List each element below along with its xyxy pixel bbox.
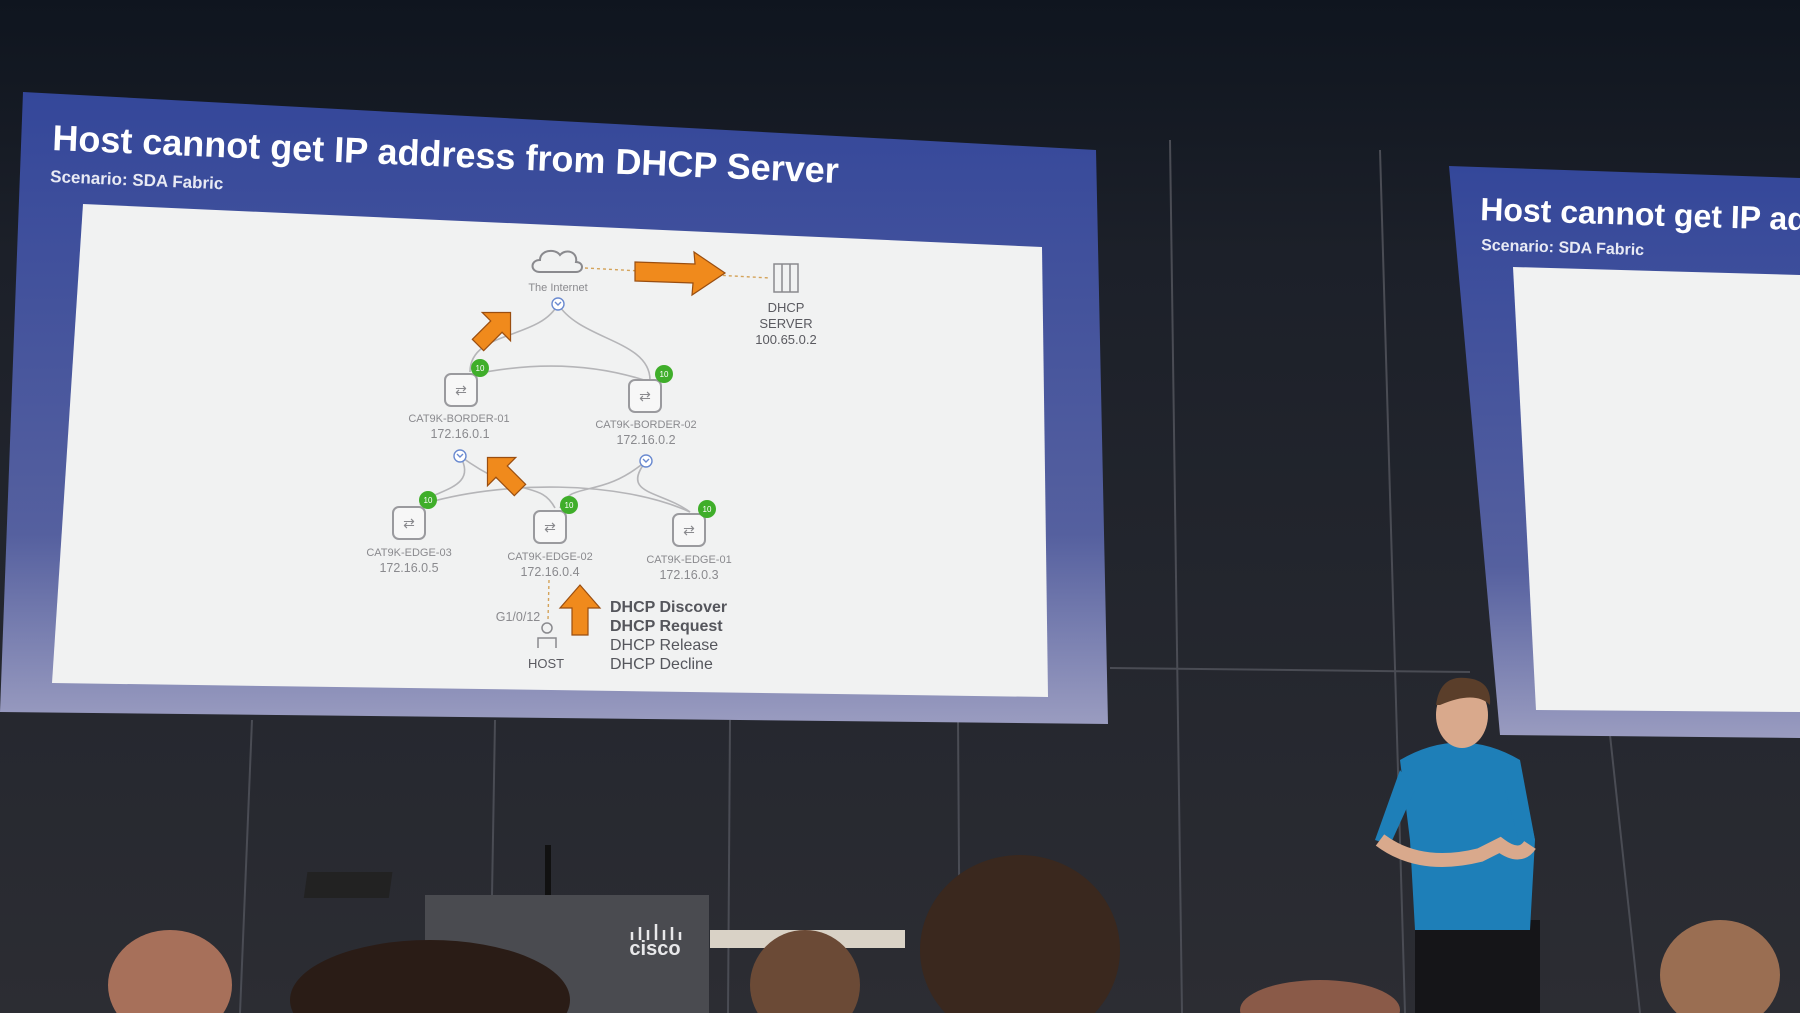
arrow-right-icon — [634, 250, 727, 297]
switch-icon — [533, 510, 567, 544]
svg-text:172.16.0.4: 172.16.0.4 — [520, 565, 579, 579]
device-border-01[interactable]: ⇄ 10 CAT9K-BORDER-01 172.16.0.1 — [408, 359, 510, 441]
svg-text:CAT9K-EDGE-03: CAT9K-EDGE-03 — [366, 547, 451, 559]
chevron-down-icon[interactable] — [551, 297, 565, 311]
device-edge-01[interactable]: ⇄ 10 CAT9K-EDGE-01 172.16.0.3 — [646, 500, 732, 582]
svg-text:10: 10 — [703, 505, 712, 514]
svg-text:⇄: ⇄ — [683, 522, 695, 538]
cloud-icon — [531, 249, 583, 273]
host-label: HOST — [528, 656, 564, 671]
svg-text:10: 10 — [476, 364, 485, 373]
svg-text:⇄: ⇄ — [544, 519, 556, 535]
server-icon — [773, 263, 799, 293]
dhcp-message: DHCP Decline — [610, 656, 713, 673]
switch-icon — [672, 513, 706, 547]
user-icon — [537, 622, 557, 648]
svg-text:172.16.0.3: 172.16.0.3 — [659, 568, 718, 582]
presenter — [1375, 677, 1540, 1013]
chevron-down-icon[interactable] — [639, 454, 653, 468]
side-slide-subtitle: Scenario: SDA Fabric — [1481, 237, 1645, 259]
svg-text:CAT9K-BORDER-02: CAT9K-BORDER-02 — [595, 419, 696, 431]
internet-label: The Internet — [528, 282, 587, 294]
svg-text:10: 10 — [565, 501, 574, 510]
switch-icon — [392, 506, 426, 540]
device-border-02[interactable]: ⇄ 10 CAT9K-BORDER-02 172.16.0.2 — [595, 365, 697, 447]
svg-text:CAT9K-EDGE-02: CAT9K-EDGE-02 — [507, 551, 592, 563]
cisco-logo: cisco — [629, 938, 680, 960]
dhcp-server-label-1: DHCP — [768, 300, 805, 315]
dhcp-message: DHCP Request — [610, 618, 723, 635]
svg-text:10: 10 — [660, 370, 669, 379]
dhcp-server-ip: 100.65.0.2 — [755, 332, 816, 347]
audience — [108, 855, 1780, 1013]
status-badge — [419, 491, 437, 509]
arrow-up-right-icon — [471, 311, 512, 352]
chevron-down-icon[interactable] — [453, 449, 467, 463]
status-badge — [655, 365, 673, 383]
dhcp-server-label-2: SERVER — [759, 316, 812, 331]
cisco-logo-bars — [630, 924, 682, 940]
svg-text:CAT9K-EDGE-01: CAT9K-EDGE-01 — [646, 554, 731, 566]
svg-text:10: 10 — [424, 496, 433, 505]
switch-icon — [628, 379, 662, 413]
diagram-canvas — [52, 204, 1048, 697]
arrow-up-left-icon — [486, 456, 527, 497]
status-badge — [698, 500, 716, 518]
host-port-label: G1/0/12 — [496, 610, 541, 624]
dhcp-message: DHCP Discover — [610, 599, 727, 616]
svg-text:172.16.0.2: 172.16.0.2 — [616, 433, 675, 447]
svg-text:⇄: ⇄ — [639, 388, 651, 404]
side-slide-canvas — [1513, 267, 1800, 712]
svg-text:172.16.0.5: 172.16.0.5 — [379, 561, 438, 575]
svg-text:172.16.0.1: 172.16.0.1 — [430, 427, 489, 441]
status-badge — [560, 496, 578, 514]
device-edge-02[interactable]: ⇄ 10 CAT9K-EDGE-02 172.16.0.4 — [507, 496, 593, 579]
switch-icon — [444, 373, 478, 407]
svg-text:CAT9K-BORDER-01: CAT9K-BORDER-01 — [408, 413, 509, 425]
arrow-up-icon — [558, 584, 602, 636]
dhcp-message: DHCP Release — [610, 637, 718, 654]
wall-panel-lines — [239, 139, 1641, 1013]
device-edge-03[interactable]: ⇄ 10 CAT9K-EDGE-03 172.16.0.5 — [366, 491, 452, 575]
svg-text:⇄: ⇄ — [403, 515, 415, 531]
status-badge — [471, 359, 489, 377]
svg-text:⇄: ⇄ — [455, 382, 467, 398]
